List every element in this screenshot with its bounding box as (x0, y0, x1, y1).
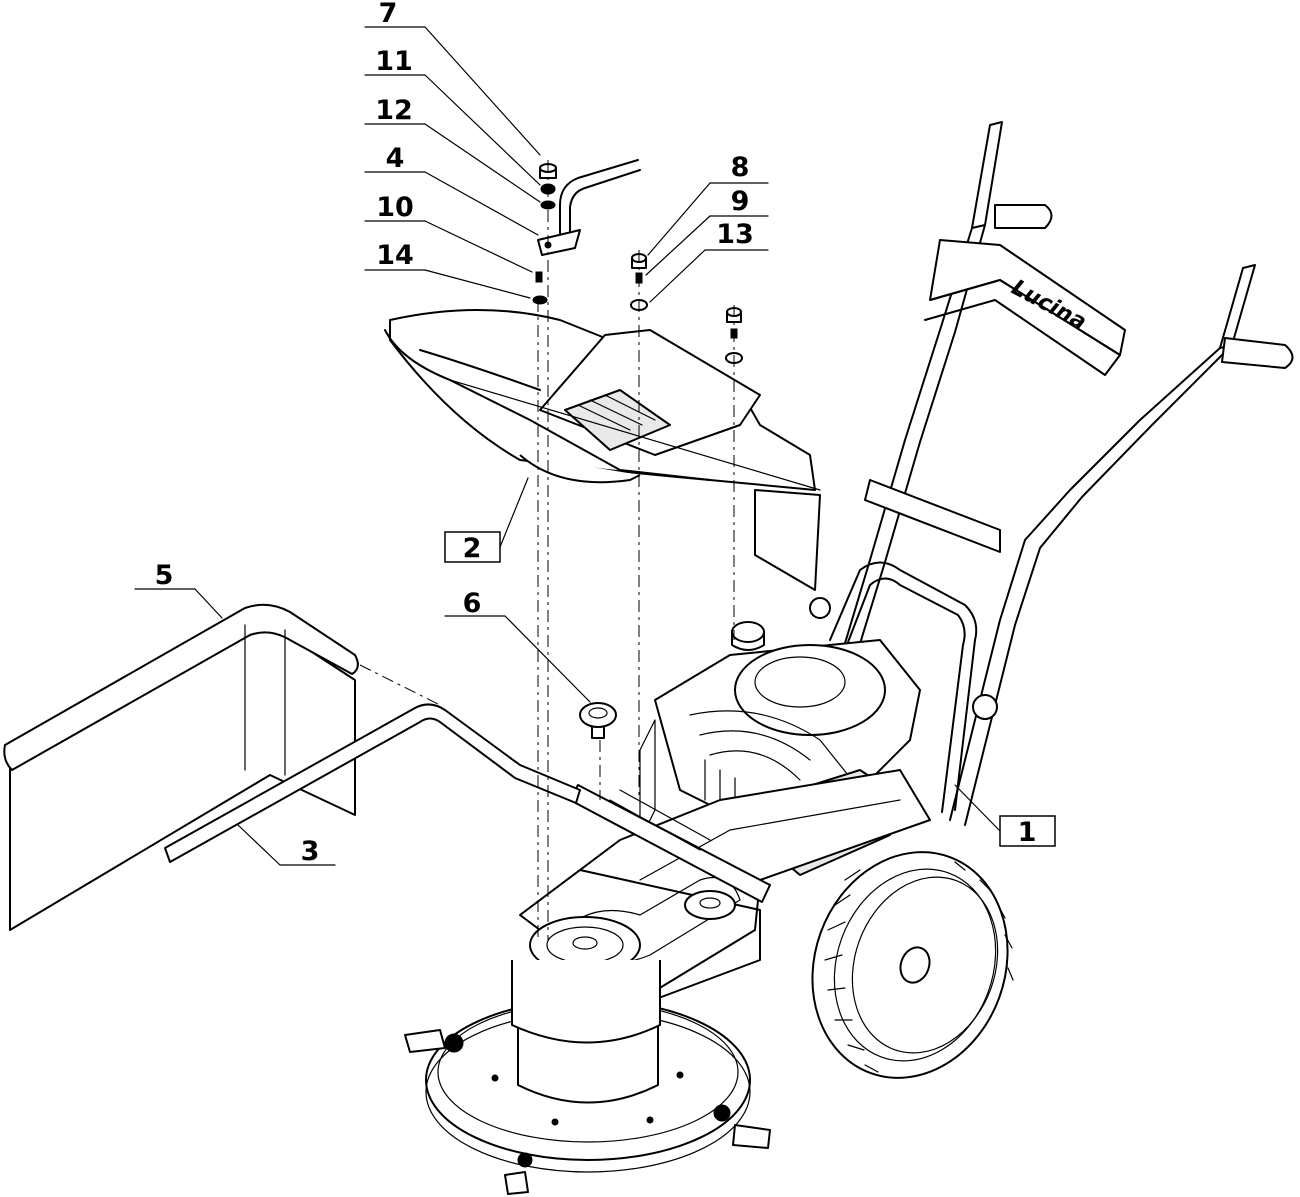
knob (579, 702, 617, 739)
svg-text:7: 7 (379, 0, 398, 29)
chassis (519, 769, 931, 1006)
cutting-head (404, 960, 771, 1195)
guard-hood (384, 309, 821, 591)
engine (639, 621, 921, 876)
svg-text:3: 3 (301, 836, 320, 867)
callout-5: 5 (134, 560, 223, 619)
callout-7: 7 (364, 0, 541, 156)
callout-14: 14 (364, 240, 531, 299)
support-bar (164, 703, 581, 863)
callout-4: 4 (364, 143, 539, 236)
svg-text:12: 12 (375, 95, 413, 126)
callout-3: 3 (237, 824, 336, 867)
svg-text:8: 8 (731, 152, 750, 183)
callout-6: 6 (444, 588, 591, 703)
callout-8: 8 (647, 152, 769, 256)
svg-text:10: 10 (376, 192, 414, 223)
callout-11: 11 (364, 46, 541, 186)
wheel (811, 851, 1014, 1079)
svg-text:2: 2 (463, 533, 482, 564)
svg-text:9: 9 (731, 186, 750, 217)
svg-text:14: 14 (376, 240, 414, 271)
callout-10: 10 (364, 192, 533, 273)
side-deflector (3, 603, 359, 931)
callout-13: 13 (649, 219, 769, 303)
svg-text:13: 13 (716, 219, 754, 250)
callout-1: 1 (954, 784, 1056, 848)
callout-12: 12 (364, 95, 541, 203)
svg-text:4: 4 (386, 143, 405, 174)
svg-text:6: 6 (463, 588, 482, 619)
svg-text:5: 5 (155, 560, 174, 591)
svg-text:1: 1 (1018, 817, 1037, 848)
svg-text:11: 11 (375, 46, 413, 77)
assembly-lines (359, 160, 735, 940)
callouts: 7 11 12 4 10 14 8 (134, 0, 1056, 867)
callout-9: 9 (645, 186, 769, 276)
callout-2: 2 (444, 477, 529, 564)
hood-rod (537, 159, 641, 256)
